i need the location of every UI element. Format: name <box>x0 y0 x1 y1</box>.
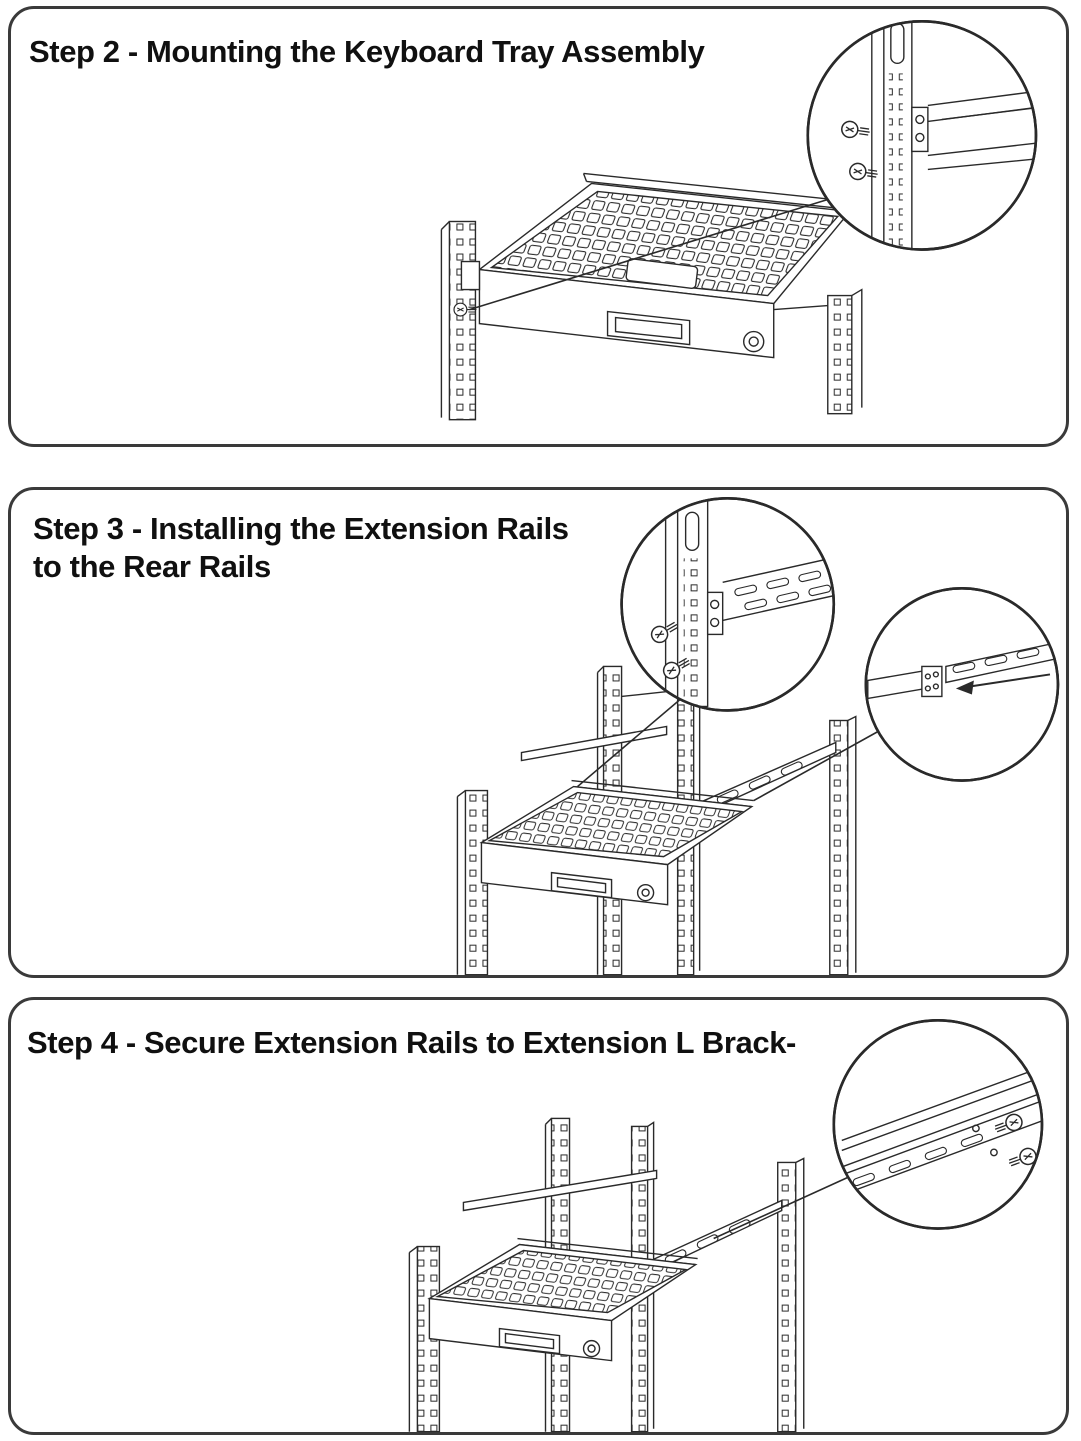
step2-title: Step 2 - Mounting the Keyboard Tray Asse… <box>29 34 705 69</box>
screw-detail-callout <box>806 20 1038 251</box>
step4-title: Step 4 - Secure Extension Rails to Exten… <box>27 1025 796 1060</box>
keyboard-keys <box>435 1249 688 1314</box>
step2-illustration <box>440 20 1038 421</box>
rack-keyboard-tray-drawing <box>440 20 1038 421</box>
rack-secure-rails-drawing <box>408 1019 1044 1432</box>
step3-illustration <box>456 496 1060 975</box>
rack-front-right-post <box>829 715 857 975</box>
tray-lock <box>636 883 655 902</box>
rail-slide-callout <box>864 587 1060 782</box>
callout-leader-line <box>753 729 881 802</box>
panel-step2: Step 2 - Mounting the Keyboard Tray Asse… <box>8 6 1069 447</box>
left-extension-rail <box>520 725 668 762</box>
keyboard-tray <box>460 172 853 359</box>
rack-front-right-post <box>777 1157 805 1432</box>
step3-title: Step 3 - Installing the Extension Rails … <box>33 510 569 586</box>
bracket-screw-callout <box>832 1019 1044 1230</box>
panel-step4: Step 4 - Secure Extension Rails to Exten… <box>8 997 1069 1435</box>
step4-illustration <box>408 1019 1044 1432</box>
keyboard-keys <box>487 791 744 858</box>
panel-step3: Step 3 - Installing the Extension Rails … <box>8 487 1069 978</box>
rear-rail-screw-callout <box>620 496 836 712</box>
callout-leader-line <box>469 198 829 311</box>
left-extension-rail <box>462 1169 658 1212</box>
direction-arrow <box>955 680 974 695</box>
tray-left-bracket <box>460 260 481 291</box>
tray-lock <box>582 1339 601 1358</box>
keyboard-tray <box>479 779 754 906</box>
keyboard-tray <box>427 1237 698 1362</box>
tray-front-panel <box>480 841 669 906</box>
tray-front-panel <box>428 1297 613 1362</box>
step3-title-line1: Step 3 - Installing the Extension Rails <box>33 511 569 546</box>
rack-left-post <box>440 220 477 421</box>
tray-lock <box>742 330 765 353</box>
callout-leader-line <box>577 695 685 788</box>
callout-leader-line <box>713 1175 851 1240</box>
rack-right-post <box>827 288 863 415</box>
rack-extension-rails-drawing <box>456 496 1060 975</box>
step3-title-line2: to the Rear Rails <box>33 548 271 584</box>
